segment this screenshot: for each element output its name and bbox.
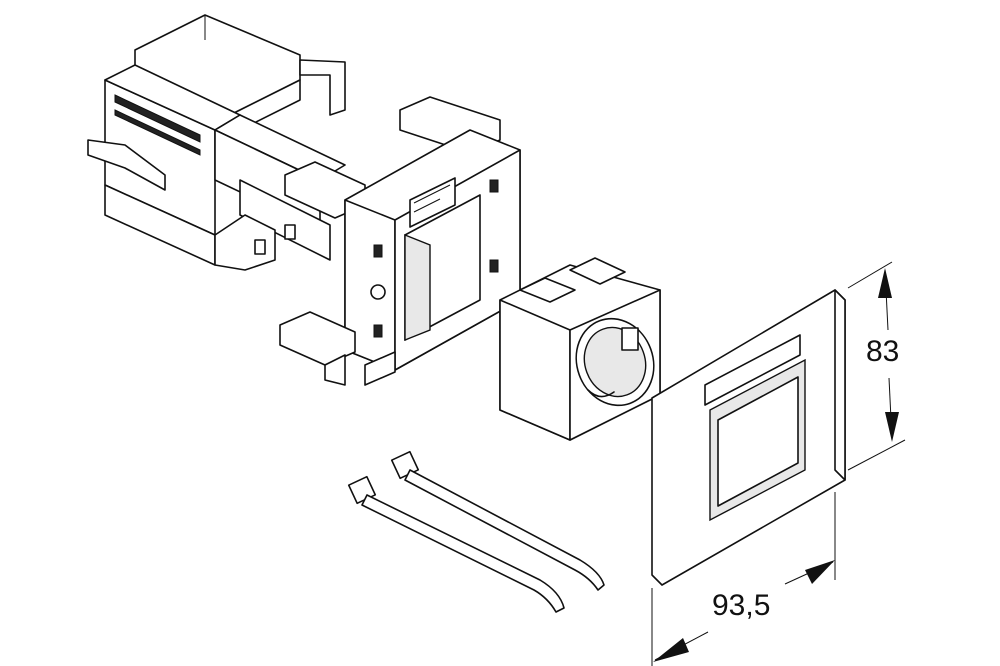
- dimension-arrow-up: [878, 268, 892, 298]
- dimension-arrow-right: [805, 560, 835, 584]
- socket-insert: [499, 257, 661, 441]
- mounting-frame: [279, 96, 521, 386]
- dimension-arrow-left: [653, 638, 689, 662]
- dimension-arrow-down: [885, 412, 899, 442]
- dimension-width-label: 93,5: [712, 589, 771, 622]
- cable-tie-lower: [347, 475, 565, 613]
- housing-adapter: [87, 14, 346, 271]
- cable-tie-upper: [390, 450, 605, 591]
- dimension-width: [651, 492, 836, 666]
- dimension-height: [847, 261, 906, 471]
- cover-plate: [651, 289, 846, 586]
- dimension-height-label: 83: [866, 335, 900, 368]
